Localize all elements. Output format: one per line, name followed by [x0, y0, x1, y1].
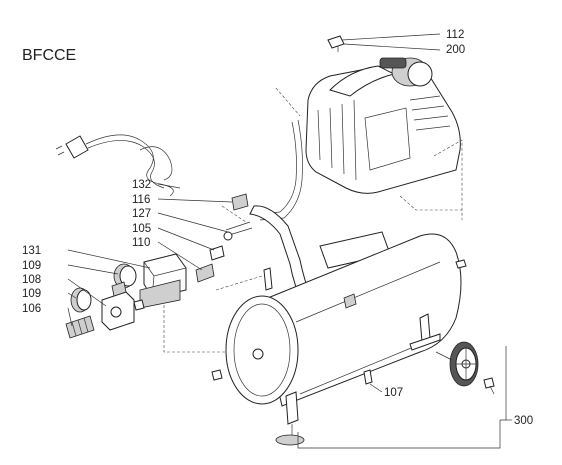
air-tank	[225, 233, 462, 407]
callout-132: 132	[132, 179, 151, 191]
pressure-switch	[139, 253, 187, 309]
callout-127: 127	[132, 208, 151, 220]
cap-screw	[327, 35, 345, 52]
callout-131: 131	[22, 245, 41, 257]
callout-300: 300	[514, 415, 533, 427]
rubber-foot	[275, 434, 305, 446]
model-title: BFCCE	[22, 47, 76, 64]
callout-labels: 112 200 132 116 127 105 110 131 109 108 …	[22, 29, 533, 427]
callout-105: 105	[132, 223, 151, 235]
callout-109-top: 109	[22, 260, 41, 272]
callout-106: 106	[22, 303, 41, 315]
tank-fittings	[211, 259, 467, 385]
tank-feet	[275, 313, 441, 446]
callout-116: 116	[132, 194, 150, 206]
callout-112: 112	[446, 29, 464, 41]
tank-end-cap	[225, 295, 299, 405]
assembly-guide-lines	[163, 87, 463, 353]
wheel-assembly	[435, 341, 495, 395]
callout-107: 107	[384, 387, 403, 399]
callout-200: 200	[446, 44, 465, 56]
gauge-top	[113, 263, 137, 289]
regulator-block	[101, 281, 145, 331]
callout-108: 108	[22, 274, 41, 286]
quick-coupler	[65, 315, 95, 339]
callout-110: 110	[132, 237, 150, 249]
power-cord	[55, 134, 174, 197]
check-valve-fittings	[195, 193, 253, 283]
motor-pump-assembly	[305, 57, 461, 194]
callout-109-bottom: 109	[22, 288, 41, 300]
leader-lines	[67, 33, 512, 449]
gauge-bottom	[70, 287, 92, 313]
